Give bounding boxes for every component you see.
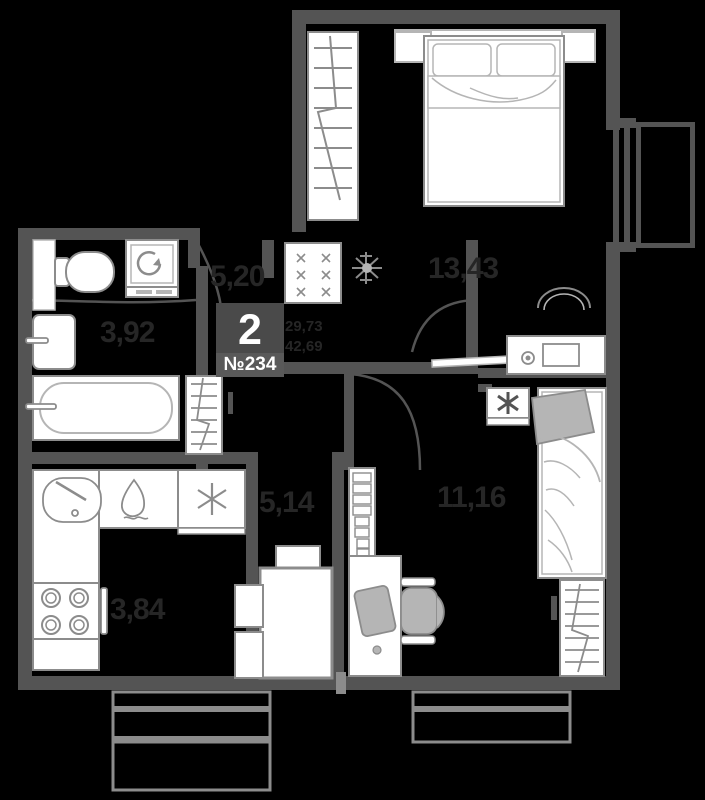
- radiator: [185, 375, 233, 455]
- stove-burners: [32, 582, 108, 640]
- living-radiator: [551, 579, 605, 677]
- rooms-count-badge: 2 №234: [216, 303, 284, 377]
- corridor-wardrobe: [234, 545, 334, 680]
- area-label-living-room: 11,16: [437, 481, 506, 514]
- tall-shelving: [348, 467, 376, 559]
- laptop: [353, 584, 397, 638]
- balcony-windows: [111, 672, 572, 792]
- bathroom-fixtures: [25, 239, 233, 455]
- kitchen-fixtures: [32, 469, 246, 671]
- faucet-icon: [120, 478, 149, 520]
- cooktop: [177, 469, 246, 535]
- double-bed: [423, 35, 565, 207]
- decorative-plant: [352, 252, 382, 284]
- balcony-right: [411, 690, 572, 744]
- area-living-value: 29,73: [285, 318, 323, 335]
- area-label-bedroom: 13,43: [428, 252, 499, 285]
- area-label-bathroom: 3,92: [100, 316, 155, 349]
- living-room-furniture: [486, 287, 607, 677]
- office-chair: [400, 577, 445, 645]
- wardrobe-closet: [307, 31, 359, 221]
- sink: [25, 314, 76, 370]
- corridor-furniture: [234, 467, 445, 680]
- plant-stand: [486, 387, 530, 426]
- sofa-daybed: [531, 387, 607, 579]
- balcony-left: [111, 690, 272, 792]
- washing-machine: [125, 239, 179, 298]
- toilet: [54, 251, 115, 293]
- area-label-corridor: 5,14: [259, 486, 314, 519]
- tv-cabinet: [506, 287, 606, 375]
- area-total-value: 42,69: [285, 338, 323, 355]
- rooms-count-value: 2: [238, 306, 262, 354]
- area-label-hall: 5,20: [210, 260, 265, 293]
- apartment-number-value: №234: [216, 353, 284, 377]
- kitchen-sink: [42, 477, 102, 523]
- bathtub: [25, 375, 180, 441]
- area-label-kitchen: 3,84: [110, 593, 165, 626]
- closet-hangers: [284, 242, 342, 304]
- bedroom-furniture: [307, 29, 596, 221]
- desk: [348, 555, 402, 677]
